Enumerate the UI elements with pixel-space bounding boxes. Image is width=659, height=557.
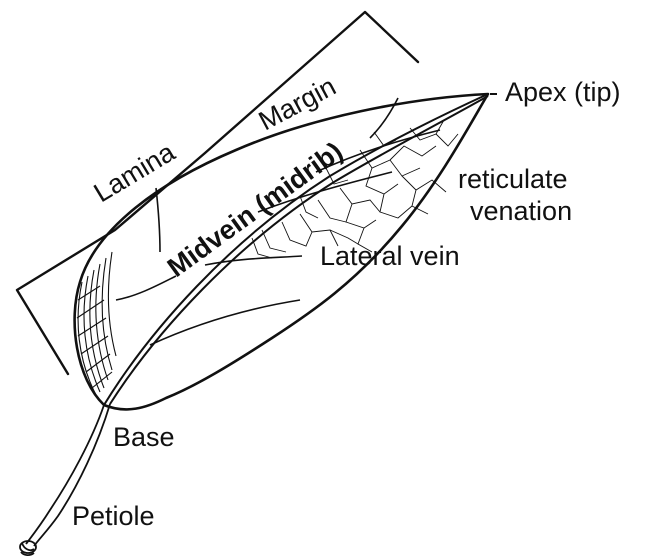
label-venation: venation xyxy=(470,196,572,226)
label-lamina: Lamina xyxy=(89,136,181,208)
label-lateral-vein: Lateral vein xyxy=(320,241,460,271)
label-reticulate: reticulate xyxy=(458,164,568,194)
label-petiole: Petiole xyxy=(72,501,155,531)
label-base: Base xyxy=(113,422,175,452)
label-apex: Apex (tip) xyxy=(505,77,621,107)
petiole-end-icon xyxy=(20,541,36,555)
